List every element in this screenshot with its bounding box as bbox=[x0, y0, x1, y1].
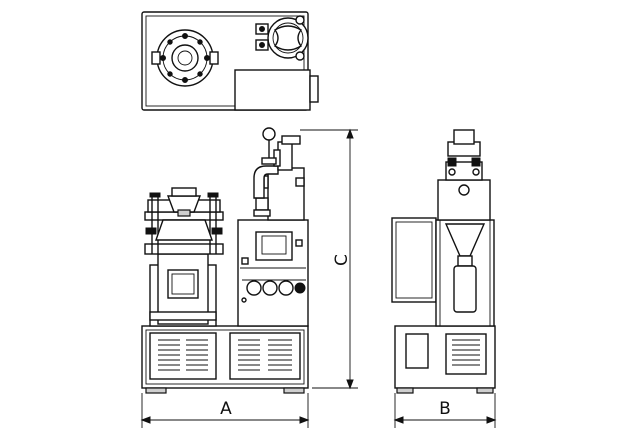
front-foot-left bbox=[145, 387, 167, 394]
side-motor-box bbox=[391, 217, 437, 303]
front-vent-panel-left bbox=[149, 332, 217, 380]
side-collection-bottle bbox=[453, 265, 477, 313]
dimension-b-label: B bbox=[439, 399, 451, 419]
front-press-column bbox=[144, 187, 224, 327]
front-feed-tower bbox=[253, 127, 305, 221]
top-view-inner-frame bbox=[145, 15, 305, 107]
dimension-b bbox=[393, 393, 497, 428]
front-foot-right bbox=[283, 387, 305, 394]
top-view-valve-assembly bbox=[255, 15, 309, 61]
side-feed-tower bbox=[437, 129, 491, 221]
side-view bbox=[391, 129, 496, 394]
front-control-gauges bbox=[242, 279, 306, 296]
side-access-door bbox=[405, 333, 429, 369]
dimension-c-label: C bbox=[332, 254, 352, 266]
dimension-a bbox=[140, 393, 310, 428]
top-view bbox=[141, 11, 319, 111]
front-vent-panel-right bbox=[229, 332, 301, 380]
dimension-a-label: A bbox=[220, 399, 232, 419]
top-view-motor-cap bbox=[309, 75, 319, 103]
front-control-cabinet bbox=[237, 219, 309, 327]
dimension-c bbox=[300, 128, 358, 390]
front-view bbox=[141, 127, 309, 394]
top-view-motor-box bbox=[234, 69, 311, 111]
top-view-main-flange bbox=[151, 29, 219, 87]
side-vent-panel bbox=[445, 333, 487, 375]
